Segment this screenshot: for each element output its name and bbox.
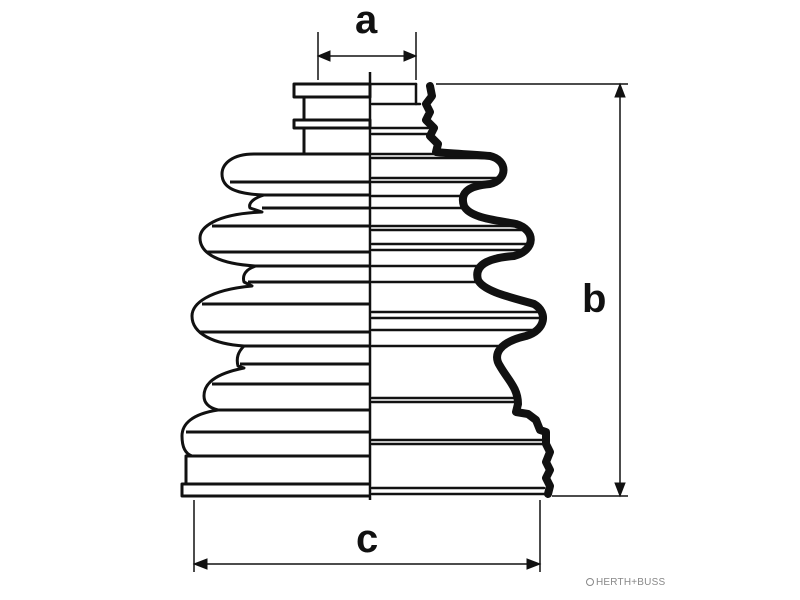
brand-logo-icon [586,578,594,586]
boot-exterior-half [180,82,372,498]
brand-watermark-text: HERTH+BUSS [596,577,666,588]
boot-section-half [368,82,554,498]
dimension-label-a: a [355,0,378,42]
dimension-label-b: b [582,277,607,321]
dimension-b [436,82,628,498]
brand-watermark: HERTH+BUSS [586,577,665,589]
dimension-label-c: c [356,517,379,561]
dimension-c [192,500,542,572]
dimension-a [316,32,418,80]
